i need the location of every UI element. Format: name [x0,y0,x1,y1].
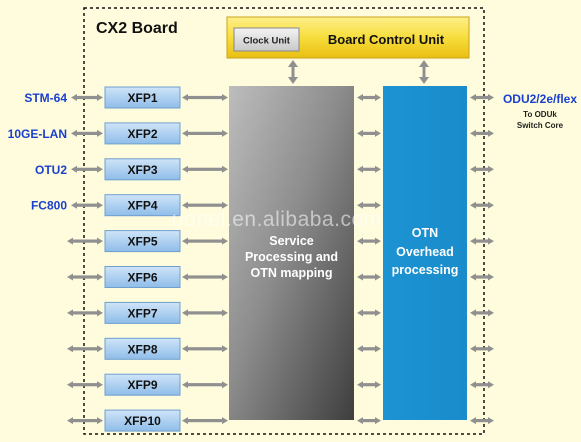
service-otn-arrow [357,345,381,353]
interface-input-arrow [67,309,103,317]
xfp-label: XFP3 [127,163,157,177]
xfp-label: XFP1 [127,91,157,105]
xfp-service-arrow [182,201,228,209]
otn-output-arrow [470,345,494,353]
left-interface-label: FC800 [31,199,67,213]
otn-block-line-1: OTN [412,226,438,240]
interface-input-arrow [67,237,103,245]
xfp-module: XFP9 [104,373,181,396]
service-block-line-3: OTN mapping [251,266,333,280]
interface-input-arrow [71,201,103,209]
service-otn-arrow [357,417,381,425]
xfp-label: XFP4 [127,199,157,213]
otn-output-arrow [470,273,494,281]
left-interface-label: OTU2 [35,163,67,177]
xfp-label: XFP5 [127,235,157,249]
xfp-service-arrow [182,273,228,281]
xfp-service-arrow [182,94,228,101]
control-connector-left [288,60,298,84]
interface-input-arrow [67,345,103,353]
xfp-label: XFP9 [127,378,157,392]
service-otn-arrow [357,381,381,389]
otn-output-arrow [470,201,494,209]
clock-unit: Clock Unit [233,27,300,52]
board-control-unit-label: Board Control Unit [328,32,445,47]
service-block-line-2: Processing and [245,250,338,264]
service-otn-arrow [357,309,381,317]
watermark: uonel.en.alibaba.com [172,208,382,231]
xfp-module: XFP5 [104,230,181,253]
xfp-service-arrow [182,165,228,173]
service-otn-arrow [357,273,381,281]
xfp-module: XFP6 [104,266,181,288]
otn-output-arrow [470,381,494,389]
otn-block-line-3: processing [392,263,459,277]
xfp-label: XFP2 [127,127,157,141]
xfp-service-arrow [182,345,228,353]
service-otn-arrow [357,165,381,173]
service-otn-arrow [357,94,381,101]
xfp-label: XFP7 [127,306,157,320]
xfp-module: XFP10 [104,409,181,432]
otn-output-arrow [470,309,494,317]
interface-input-arrow [67,417,103,425]
xfp-service-arrow [182,237,228,245]
xfp-service-arrow [182,417,228,425]
right-interface-note-1: To ODUk [523,110,557,119]
right-interface-note-2: Switch Core [517,121,564,130]
xfp-label: XFP10 [124,414,161,428]
interface-input-arrow [71,129,103,137]
left-interface-label: 10GE-LAN [8,127,67,141]
xfp-module: XFP7 [104,301,181,324]
otn-output-arrow [470,129,494,137]
service-otn-arrow [357,129,381,137]
interface-input-arrow [67,381,103,389]
xfp-module: XFP2 [104,122,181,145]
xfp-service-arrow [182,381,228,389]
otn-output-arrow [470,417,494,425]
right-interface-title: ODU2/2e/flex [503,92,577,106]
service-otn-arrow [357,201,381,209]
otn-overhead-block: OTN Overhead processing [383,86,467,420]
xfp-module: XFP1 [104,86,181,109]
xfp-label: XFP8 [127,342,157,356]
xfp-module: XFP3 [104,158,181,181]
interface-input-arrow [71,94,103,101]
xfp-module: XFP8 [104,337,181,360]
service-block-line-1: Service [269,234,314,248]
clock-unit-label: Clock Unit [243,36,291,47]
otn-output-arrow [470,237,494,245]
board-outline [83,7,485,435]
otn-block-line-2: Overhead [396,245,454,259]
service-otn-arrow [357,237,381,245]
xfp-service-arrow [182,309,228,317]
otn-output-arrow [470,94,494,101]
service-processing-block: Service Processing and OTN mapping [229,86,354,420]
board-title: CX2 Board [96,20,178,37]
xfp-module: XFP4 [104,194,181,217]
left-interface-label: STM-64 [24,91,67,105]
interface-input-arrow [67,273,103,281]
xfp-label: XFP6 [127,271,157,285]
xfp-service-arrow [182,129,228,137]
interface-input-arrow [71,165,103,173]
control-connector-right [419,60,429,84]
otn-output-arrow [470,165,494,173]
